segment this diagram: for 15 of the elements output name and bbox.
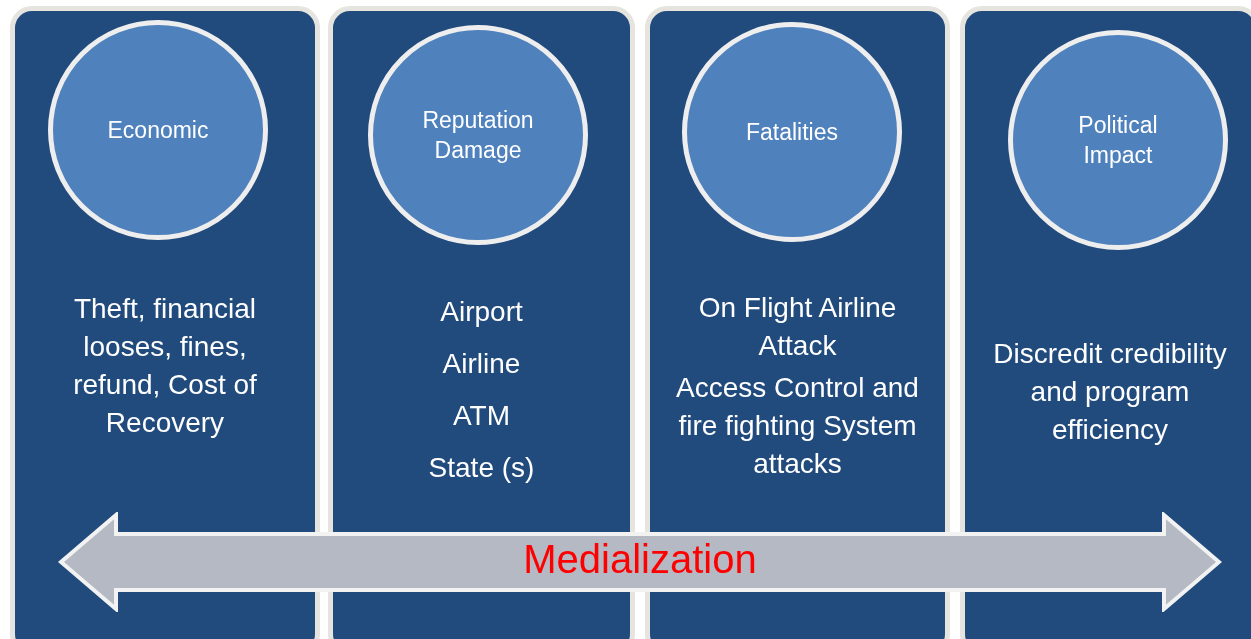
- panel-text: Discredit credibility and program efficiency: [992, 337, 1228, 447]
- panel-text: Access Control and fire fighting System attacks: [675, 371, 920, 481]
- panel-text: Airport: [440, 295, 523, 329]
- arrow-label: Medialization: [522, 536, 758, 583]
- panel-card: [960, 6, 1251, 639]
- panel-text: Theft, financial looses, fines, refund, Cost of Recovery: [72, 292, 258, 440]
- panel-text: ATM: [453, 399, 510, 433]
- panel-text: On Flight Airline Attack: [697, 291, 898, 363]
- panel-card: [10, 6, 320, 639]
- panel-text: Airline: [442, 347, 521, 381]
- circle-label: Reputation Damage: [421, 106, 535, 165]
- panel-text: State (s): [428, 451, 535, 485]
- circle-label: Political Impact: [1077, 111, 1159, 170]
- circle-label: Economic: [107, 116, 209, 145]
- circle-label: Fatalities: [745, 118, 838, 147]
